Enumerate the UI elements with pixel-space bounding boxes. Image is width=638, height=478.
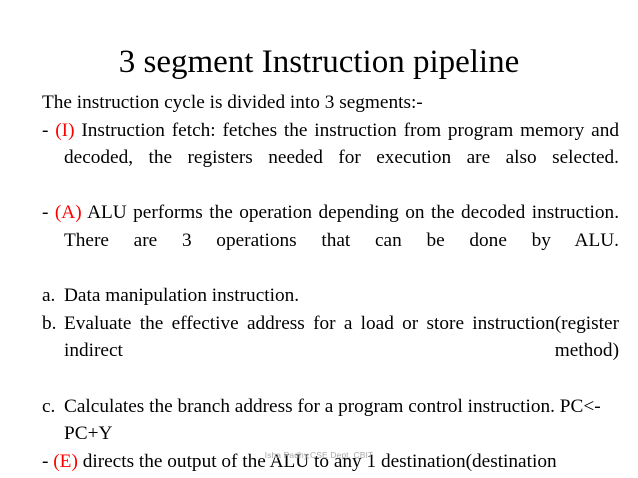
page-title: 3 segment Instruction pipeline: [118, 44, 520, 81]
slide-body: The instruction cycle is divided into 3 …: [42, 89, 619, 478]
list-marker: a.: [42, 285, 56, 307]
list-item-text: Calculates the branch address for a prog…: [64, 395, 601, 445]
list-item-text: Evaluate the effective address for a loa…: [64, 312, 619, 362]
list-item: b. Evaluate the effective address for a l…: [42, 310, 619, 393]
segment-alu-text: ALU performs the operation depending on …: [64, 202, 620, 251]
list-marker: b.: [42, 312, 57, 334]
body-intro-line: The instruction cycle is divided into 3 …: [42, 92, 423, 113]
segment-fetch-text: Instruction fetch: fetches the instructi…: [64, 119, 619, 169]
slide-footer: Isha Padhy,CSE Dept, CBIT: [264, 450, 374, 460]
segment-alu-paragraph: - (A) ALU performs the operation dependi…: [42, 199, 619, 282]
dash-marker: -: [42, 119, 49, 141]
segment-fetch-tag: (I): [55, 119, 75, 141]
segment-execute-paragraph: - (E) directs the output of the ALU to a…: [42, 448, 619, 478]
list-item: c. Calculates the branch address for a pr…: [42, 393, 619, 448]
segment-execute-tag: (E): [53, 450, 78, 472]
list-marker: c.: [42, 395, 56, 417]
segment-execute-text: directs the output of the ALU to any 1 d…: [82, 450, 557, 472]
segment-fetch-paragraph: - (I) Instruction fetch: fetches the ins…: [42, 117, 619, 200]
dash-marker: -: [42, 202, 49, 224]
dash-marker: -: [42, 450, 49, 472]
list-item-text: Data manipulation instruction.: [64, 285, 300, 307]
segment-alu-tag: (A): [54, 202, 82, 224]
list-item: a. Data manipulation instruction.: [42, 282, 619, 310]
